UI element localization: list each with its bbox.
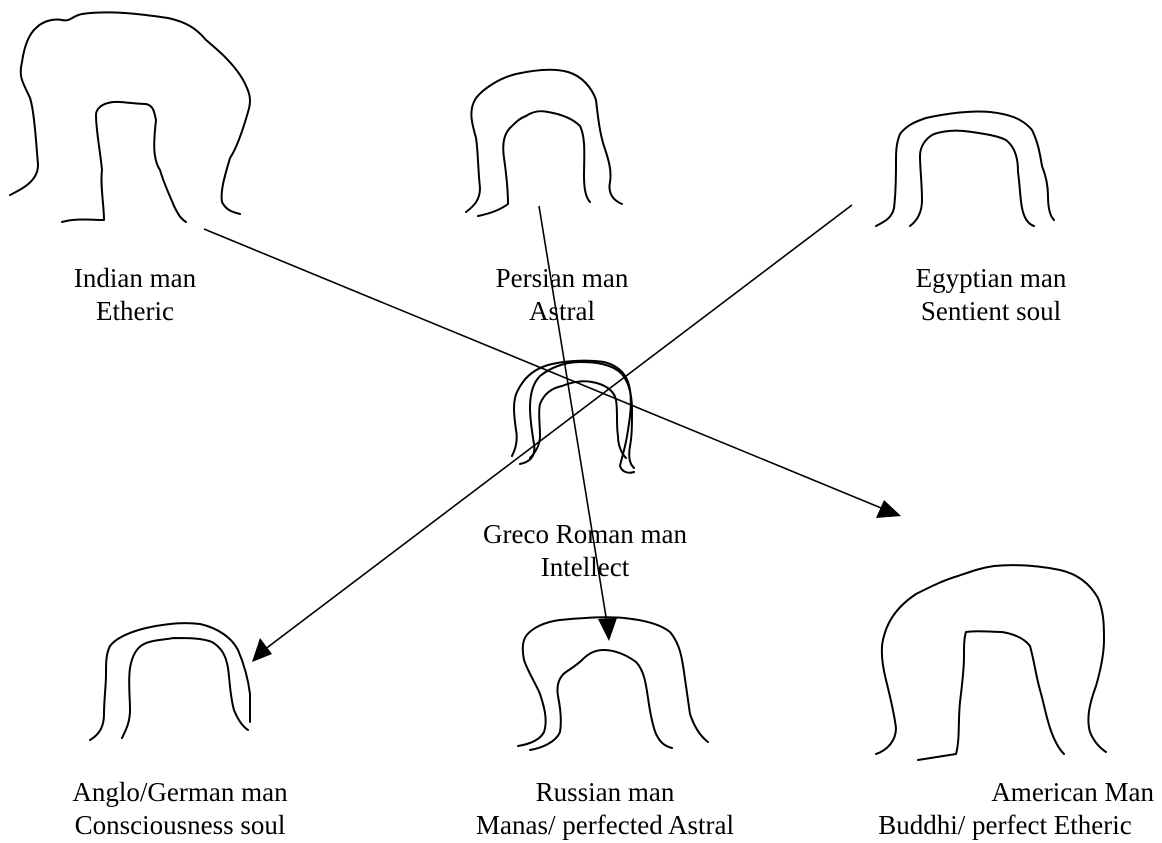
label-indian-quality: Etheric bbox=[60, 295, 210, 328]
arrowhead-russian bbox=[598, 618, 617, 641]
arrowhead-american bbox=[876, 500, 901, 518]
label-russian-quality: Manas/ perfected Astral bbox=[450, 809, 760, 842]
label-indian: Indian man Etheric bbox=[60, 262, 210, 328]
label-greco-roman: Greco Roman man Intellect bbox=[455, 518, 715, 584]
label-egyptian-quality: Sentient soul bbox=[891, 295, 1091, 328]
label-american: American Man Buddhi/ perfect Etheric bbox=[852, 776, 1158, 842]
head-outline-russian bbox=[518, 617, 708, 750]
head-outline-indian bbox=[10, 12, 250, 222]
label-anglo-german-quality: Consciousness soul bbox=[40, 809, 320, 842]
head-outline-american bbox=[876, 565, 1106, 760]
label-persian-quality: Astral bbox=[472, 295, 652, 328]
label-persian: Persian man Astral bbox=[472, 262, 652, 328]
label-american-name: American Man bbox=[852, 776, 1158, 809]
label-american-quality: Buddhi/ perfect Etheric bbox=[852, 809, 1158, 842]
label-indian-name: Indian man bbox=[60, 262, 210, 295]
head-outline-egyptian bbox=[876, 111, 1054, 226]
label-greco-roman-name: Greco Roman man bbox=[455, 518, 715, 551]
label-russian: Russian man Manas/ perfected Astral bbox=[450, 776, 760, 842]
label-egyptian-name: Egyptian man bbox=[891, 262, 1091, 295]
head-outline-anglo-german bbox=[90, 623, 250, 740]
label-egyptian: Egyptian man Sentient soul bbox=[891, 262, 1091, 328]
label-persian-name: Persian man bbox=[472, 262, 652, 295]
label-anglo-german: Anglo/German man Consciousness soul bbox=[40, 776, 320, 842]
arrowhead-anglo-german bbox=[252, 638, 272, 662]
head-outline-persian bbox=[466, 70, 622, 216]
label-russian-name: Russian man bbox=[450, 776, 760, 809]
label-anglo-german-name: Anglo/German man bbox=[40, 776, 320, 809]
label-greco-roman-quality: Intellect bbox=[455, 551, 715, 584]
